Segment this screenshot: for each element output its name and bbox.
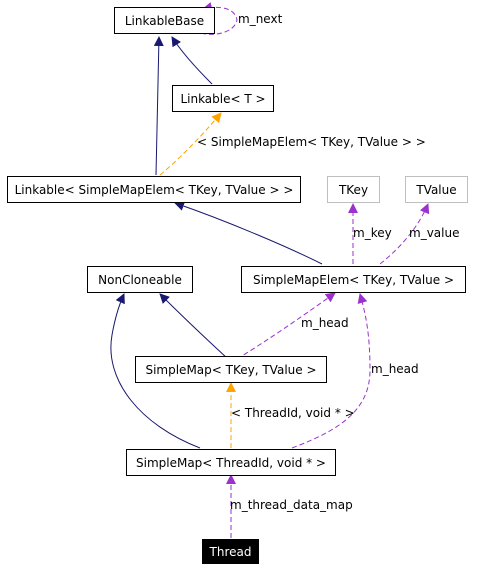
- edge-simplemap-to-noncloneable: [159, 293, 229, 360]
- class-node-noncloneable[interactable]: NonCloneable: [87, 266, 193, 293]
- edge-simplemapelem-to-simplemap-m-head: [236, 292, 336, 360]
- class-node-linkable-simplemapelem[interactable]: Linkable< SimpleMapElem< TKey, TValue > …: [7, 176, 301, 203]
- edge-label-m-value: m_value: [409, 226, 460, 240]
- class-node-simplemapelem[interactable]: SimpleMapElem< TKey, TValue >: [241, 266, 466, 293]
- edge-label-template-simplemapelem: < SimpleMapElem< TKey, TValue > >: [197, 135, 426, 149]
- class-node-simplemap-threadid[interactable]: SimpleMap< ThreadId, void * >: [126, 449, 336, 476]
- edge-label-m-head-1: m_head: [301, 316, 349, 330]
- edge-linkable-sme-to-linkablebase: [153, 36, 164, 176]
- edge-linkable-t-to-linkablebase: [171, 36, 213, 85]
- edge-label-m-thread-data-map: m_thread_data_map: [230, 498, 353, 512]
- edge-label-m-next: m_next: [238, 12, 283, 26]
- edge-linkable-sme-to-linkable-t: [159, 112, 222, 176]
- edge-simplemapelem-to-simplemap-thread-m-head: [291, 293, 371, 449]
- class-node-tvalue[interactable]: TValue: [405, 176, 468, 203]
- edge-label-m-key: m_key: [353, 226, 392, 240]
- class-node-linkable-t[interactable]: Linkable< T >: [172, 85, 274, 112]
- class-node-tkey[interactable]: TKey: [327, 176, 380, 203]
- edge-label-m-head-2: m_head: [371, 362, 419, 376]
- edge-linkablebase-self-m-next: [200, 2, 238, 35]
- class-node-linkablebase[interactable]: LinkableBase: [114, 7, 215, 34]
- class-node-simplemap[interactable]: SimpleMap< TKey, TValue >: [135, 356, 327, 383]
- class-node-thread: Thread: [202, 539, 259, 564]
- edge-simplemapelem-to-linkable-sme: [174, 201, 323, 265]
- edge-label-template-threadid: < ThreadId, void * >: [231, 406, 355, 420]
- edge-simplemap-thread-to-noncloneable: [110, 293, 201, 449]
